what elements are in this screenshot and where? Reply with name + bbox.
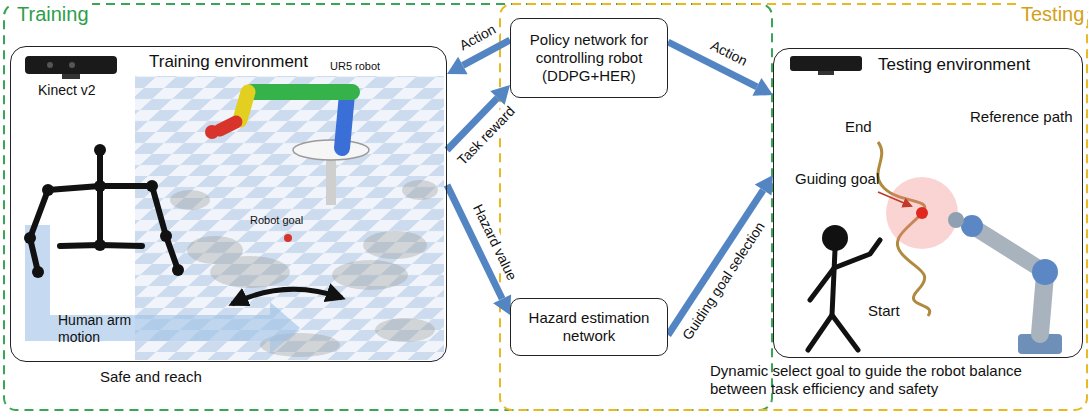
motion-label: Human arm motion — [58, 312, 138, 346]
edge-label: Action — [454, 20, 499, 54]
ur5-robot — [240, 92, 248, 120]
safety-zone — [886, 177, 958, 249]
ur5-robot — [342, 94, 347, 148]
test-stick-figure — [808, 315, 858, 350]
kinect-sensor — [25, 56, 117, 79]
human-motion-arrow — [25, 225, 300, 354]
node-text: Testing environment — [878, 55, 1074, 75]
ur5-robot-test — [948, 212, 964, 228]
human-mannequin — [332, 260, 408, 290]
human-motion-arrow — [25, 225, 300, 354]
kinect-sensor — [818, 71, 834, 75]
ur5-robot — [205, 92, 352, 148]
safety-zone — [916, 207, 928, 219]
skeleton-joint — [42, 184, 54, 196]
skeleton-joint — [160, 230, 172, 242]
path-label: Start — [868, 302, 900, 320]
skeleton-joint — [94, 144, 106, 156]
test-stick-figure — [810, 240, 880, 300]
part-label: Robot goal — [250, 214, 303, 227]
network-box: Hazard estimation network — [510, 298, 668, 356]
region-outline — [500, 4, 1087, 410]
skeleton-figure — [30, 186, 178, 272]
guiding-goal-leader — [878, 192, 911, 206]
device-label: Kinect v2 — [38, 82, 96, 99]
region-title: Training — [14, 2, 92, 26]
skeleton-joint — [24, 144, 184, 278]
robot-table — [293, 140, 369, 205]
skeleton-joint — [32, 266, 44, 278]
environment-panel: Testing environment — [773, 48, 1083, 358]
skeleton-joint — [146, 180, 158, 192]
kinect-sensor — [69, 62, 75, 68]
region-title: Testing — [1018, 2, 1087, 26]
edge-label: Task reward — [452, 102, 519, 170]
rotation-arrow — [232, 289, 342, 304]
ur5-robot-test — [1032, 259, 1058, 285]
human-mannequin — [170, 190, 210, 210]
skeleton-figure — [97, 150, 103, 245]
skeleton-joint — [172, 264, 184, 276]
ur5-robot — [252, 84, 352, 100]
arrow-shaft — [668, 190, 763, 335]
rotation-arrow — [232, 289, 342, 304]
arrow-head — [752, 78, 773, 96]
goal-label: Guiding goal — [795, 170, 879, 188]
edge-label: Hazard value — [469, 200, 521, 285]
kinect-sensor — [62, 74, 80, 79]
kinect-sensor — [790, 56, 862, 75]
skeleton-joint — [94, 239, 106, 251]
ur5-robot — [220, 122, 236, 130]
test-stick-figure — [808, 240, 880, 350]
robot-goal-dot — [284, 234, 292, 242]
region-outline — [4, 4, 772, 410]
robot-goal-dot — [284, 234, 292, 242]
test-stick-head — [822, 225, 848, 251]
network-box: Policy network for controlling robot (DD… — [510, 18, 668, 98]
ur5-robot-test — [948, 212, 1062, 354]
path-label: Reference path — [970, 108, 1073, 126]
test-stick-head — [822, 225, 848, 251]
kinect-sensor — [790, 56, 862, 71]
human-mannequin — [210, 256, 290, 288]
arrow-head — [447, 57, 468, 75]
guiding-goal-leader — [878, 192, 911, 206]
edge-label: Guiding goal selection — [677, 217, 768, 344]
note-label: Safe and reach — [100, 368, 202, 386]
human-mannequin — [402, 180, 438, 200]
ur5-robot — [205, 125, 219, 139]
safety-zone — [886, 177, 958, 249]
ur5-robot-test — [961, 215, 983, 237]
human-mannequin — [363, 231, 427, 259]
test-stick-figure — [832, 250, 835, 315]
region-outline — [4, 4, 1087, 410]
human-mannequin — [375, 318, 435, 342]
node-text: Policy network for controlling robot (DD… — [517, 31, 661, 85]
skeleton-figure — [30, 150, 178, 272]
path-label: End — [845, 118, 872, 136]
part-label: UR5 robot — [330, 60, 380, 73]
skeleton-joint — [94, 180, 106, 192]
arrow-head — [493, 294, 511, 315]
skeleton-joint — [24, 232, 36, 244]
robot-table — [293, 140, 369, 160]
edge-label: Action — [706, 36, 752, 70]
node-text: Hazard estimation network — [517, 309, 661, 345]
kinect-sensor — [47, 62, 53, 68]
arrow-head — [755, 175, 773, 196]
flow-arrow — [668, 175, 773, 335]
description-note: Dynamic select goal to guide the robot b… — [710, 362, 1028, 398]
kinect-sensor — [25, 56, 117, 74]
